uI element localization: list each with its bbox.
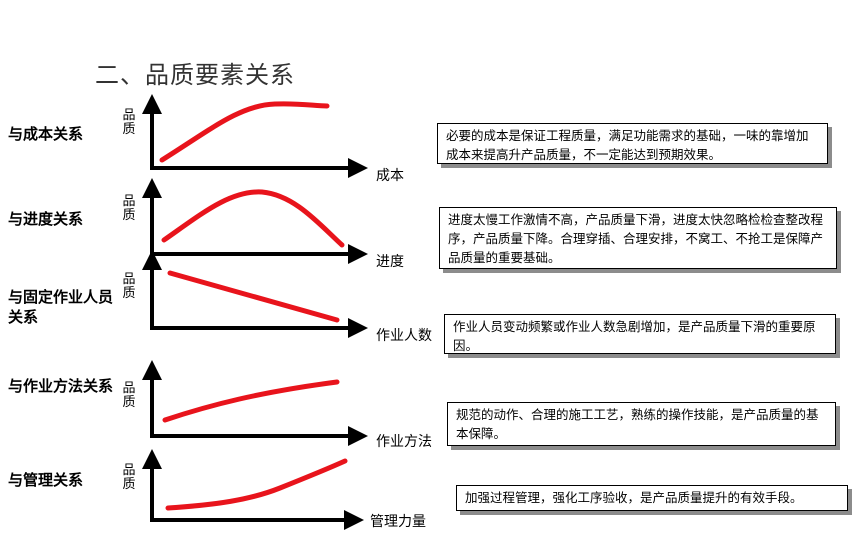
page-title: 二、品质要素关系 — [95, 61, 295, 89]
relation-label-schedule: 与进度关系 — [8, 210, 84, 228]
curve-schedule — [161, 189, 345, 248]
y-axis-label-cost: 品质 — [122, 108, 136, 137]
x-axis-label-method: 作业方法 — [376, 434, 432, 450]
description-schedule: 进度太慢工作激情不高，产品质量下滑，进度太快忽略检检查整改程序，产品质量下降。合… — [439, 207, 837, 269]
relation-label-cost: 与成本关系 — [8, 125, 84, 143]
curve-management — [165, 458, 348, 511]
x-axis-label-schedule: 进度 — [376, 254, 404, 270]
description-method: 规范的动作、合理的施工工艺，熟练的操作技能，是产品质量的基本保障。 — [447, 402, 836, 446]
description-cost: 必要的成本是保证工程质量，满足功能需求的基础，一味的靠增加成本来提高升产品质量，… — [437, 123, 828, 164]
relation-label-work-method: 与作业方法关系 — [8, 377, 114, 395]
x-axis-label-cost: 成本 — [376, 168, 404, 184]
y-axis-label-workers: 品质 — [122, 272, 136, 301]
relation-label-fixed-workers: 与固定作业人员关系 — [8, 288, 114, 326]
relation-label-management: 与管理关系 — [8, 471, 84, 489]
curve-cost — [159, 101, 330, 163]
y-axis-label-management: 品质 — [122, 463, 136, 492]
description-workers: 作业人员变动频繁或作业人数急剧增加，是产品质量下滑的重要原因。 — [444, 314, 836, 354]
x-axis-label-management: 管理力量 — [370, 514, 426, 530]
description-management: 加强过程管理，强化工序验收，是产品质量提升的有效手段。 — [456, 485, 848, 511]
y-axis-label-schedule: 品质 — [122, 194, 136, 223]
curve-workers — [167, 270, 340, 323]
x-axis-label-workers: 作业人数 — [376, 328, 432, 344]
curve-method — [162, 379, 340, 423]
y-axis-label-method: 品质 — [122, 381, 136, 410]
